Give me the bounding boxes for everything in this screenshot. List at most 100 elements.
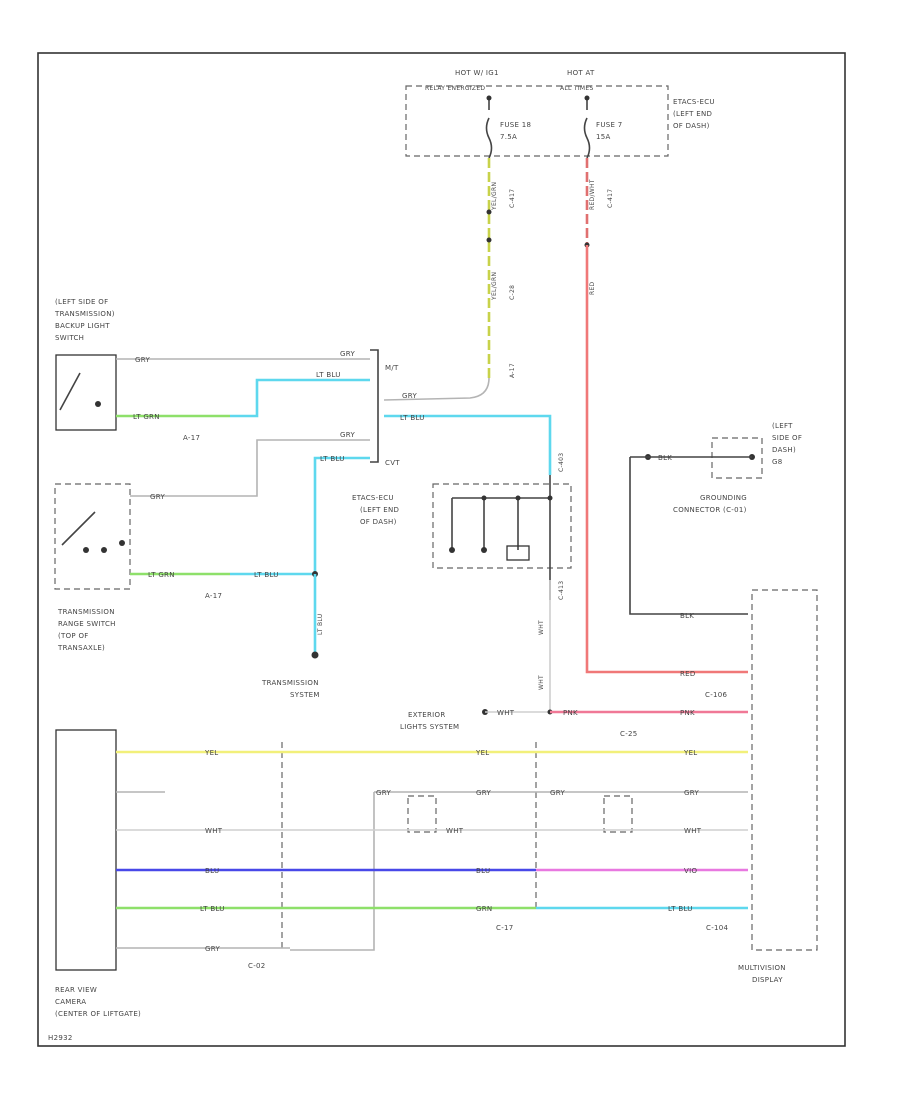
connector-a17-left2: A-17 (205, 592, 222, 600)
range-switch-label-4: TRANSAXLE) (57, 644, 105, 652)
connector-c02: C-02 (248, 962, 266, 970)
ground-label-2: CONNECTOR (C-01) (673, 506, 747, 514)
camera-label-2: CAMERA (55, 998, 86, 1006)
cvt-label: CVT (385, 459, 400, 467)
wire-label-wht-2: WHT (538, 675, 545, 690)
etacs-mid-label-1: ETACS-ECU (352, 494, 394, 502)
display-label-1: MULTIVISION (738, 964, 786, 972)
etacs-resistor-icon (506, 545, 530, 561)
wire-label-red-display: RED (680, 670, 696, 678)
fuse-7-icon (583, 98, 591, 159)
ground-label-1: GROUNDING (700, 494, 747, 502)
wire-label-pnk-2: PNK (680, 709, 695, 717)
connector-c403: C-403 (558, 453, 565, 472)
wire-label-gry-6: GRY (476, 789, 491, 797)
wire-lt-blu-cvt (313, 456, 370, 574)
etacs-node (515, 495, 521, 501)
connector-a17-top: A-17 (509, 363, 516, 378)
fuse-18-label: FUSE 18 (500, 121, 531, 129)
hot-ig1-label: HOT W/ IG1 (455, 69, 499, 77)
backup-switch-label-2: TRANSMISSION) (54, 310, 115, 318)
wire-lt-blu-backup (230, 378, 370, 418)
trans-system-label-1: TRANSMISSION (261, 679, 319, 687)
wire-label-wht-4: WHT (205, 827, 223, 835)
wire-label-vio: VIO (684, 867, 697, 875)
range-contact-icon (101, 547, 107, 553)
wire-label-gry-5: GRY (376, 789, 391, 797)
wire-blk-display (629, 457, 748, 615)
wire-label-ltblu-7: LT BLU (668, 905, 693, 913)
splice-dot (486, 237, 492, 243)
ground-loc-3: DASH) (772, 446, 796, 454)
wire-label-gry-4: GRY (340, 431, 355, 439)
etacs-node (481, 495, 487, 501)
wire-label-gry-2: GRY (340, 350, 355, 358)
display-label-2: DISPLAY (752, 976, 783, 984)
fuse-box-outline (405, 85, 669, 157)
wire-label-redwht: RED/WHT (589, 179, 596, 210)
wire-label-gry-9: GRY (205, 945, 220, 953)
ground-loc-4: G8 (772, 458, 782, 466)
wire-label-ltblu-1: LT BLU (316, 371, 341, 379)
shield-icon (407, 795, 437, 833)
wire-label-gry-8: GRY (684, 789, 699, 797)
splice-dot (311, 651, 319, 659)
fuse-7-label: FUSE 7 (596, 121, 623, 129)
etacs-node (481, 547, 487, 553)
fuse-18-icon (485, 98, 493, 159)
connector-c417-top2: C-417 (607, 189, 614, 208)
wire-label-ltgrn-2: LT GRN (148, 571, 175, 579)
shield-icon (603, 795, 633, 833)
range-switch-label-2: RANGE SWITCH (58, 620, 116, 628)
wire-label-blu-1: BLU (205, 867, 219, 875)
wire-label-grn: GRN (476, 905, 492, 913)
wire-label-ltblu-3: LT BLU (320, 455, 345, 463)
diagram-frame (37, 52, 846, 1047)
etacs-mid-label-3: OF DASH) (360, 518, 397, 526)
relay-energized-label: RELAY ENERGIZED (425, 85, 485, 92)
wire-label-ltblu-6: LT BLU (200, 905, 225, 913)
splice-dot (486, 209, 492, 215)
wire-label-gry-7: GRY (550, 789, 565, 797)
wire-gry-common (383, 377, 490, 401)
connector-c417-top: C-417 (509, 189, 516, 208)
range-switch-label-3: (TOP OF (58, 632, 89, 640)
fuse-box-location-2: (LEFT END (673, 110, 712, 118)
wire-label-blk: BLK (658, 454, 672, 462)
backup-switch-label-4: SWITCH (55, 334, 84, 342)
diagram-code: H2932 (48, 1034, 73, 1042)
fuse-7-terminal (584, 95, 590, 101)
wire-label-blu-2: BLU (476, 867, 490, 875)
range-switch-arm-icon (61, 511, 96, 546)
wire-gry-range (130, 439, 370, 497)
etacs-node (547, 495, 553, 501)
etacs-ecu-mid-box (432, 483, 572, 569)
etacs-internal-lines (451, 475, 551, 600)
connector-c17: C-17 (496, 924, 514, 932)
trans-selector-bracket (370, 349, 379, 463)
trans-system-label-2: SYSTEM (290, 691, 320, 699)
backup-switch-label-1: (LEFT SIDE OF (55, 298, 108, 306)
wire-label-yel-2: YEL (475, 749, 490, 757)
ground-box (711, 437, 763, 479)
fuse-7-rating: 15A (596, 133, 611, 141)
wire-lt-blu-etacs (384, 414, 552, 475)
wire-label-yel-1: YEL (204, 749, 219, 757)
fuse-18-rating: 7.5A (500, 133, 517, 141)
etacs-node (449, 547, 455, 553)
range-contact-icon (119, 540, 125, 546)
connector-c413: C-413 (558, 581, 565, 600)
wire-label-ltgrn: LT GRN (133, 413, 160, 421)
wire-label-pnk-1: PNK (563, 709, 578, 717)
switch-contact-icon (95, 401, 101, 407)
wire-label-wht-3: WHT (497, 709, 515, 717)
ground-loc-2: SIDE OF (772, 434, 802, 442)
hot-at-label: HOT AT (567, 69, 595, 77)
ground-loc-1: (LEFT (772, 422, 793, 430)
mt-label: M/T (385, 364, 399, 372)
wire-label-ltblu-5: LT BLU (317, 614, 324, 635)
wire-label-ltblu-4: LT BLU (254, 571, 279, 579)
camera-label-3: (CENTER OF LIFTGATE) (55, 1010, 141, 1018)
wire-label-red: RED (589, 281, 596, 295)
